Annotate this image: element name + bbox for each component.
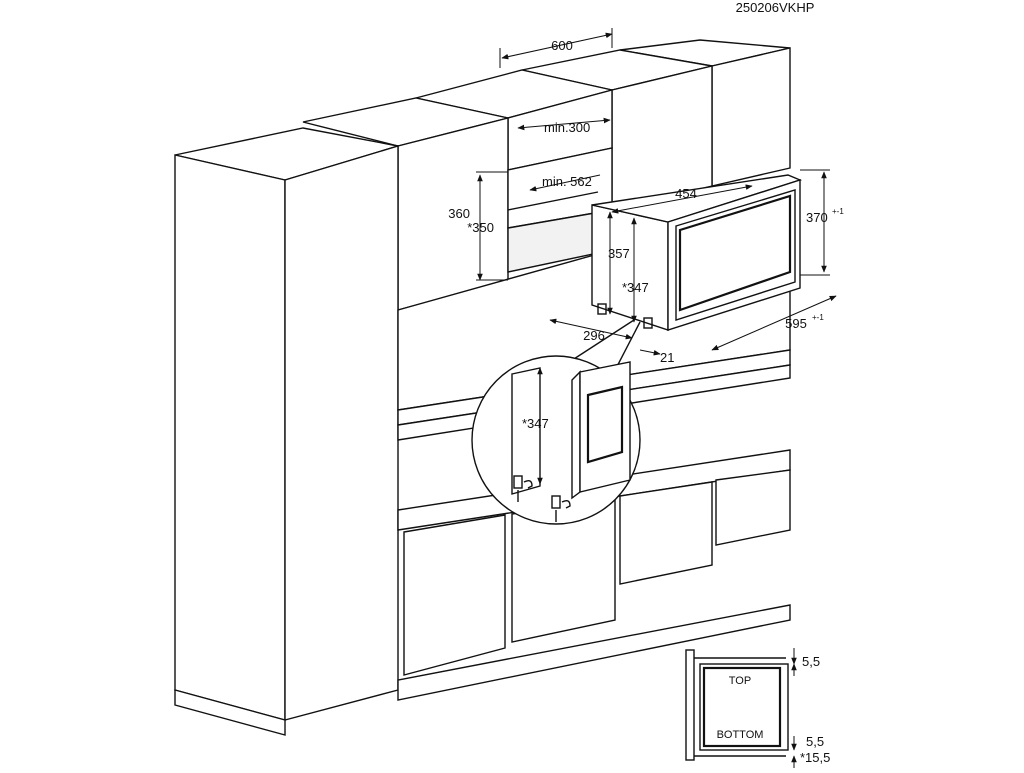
dim-min-562: min. 562	[542, 174, 592, 189]
dimension-lines	[476, 28, 837, 356]
dim-min-300: min.300	[544, 120, 590, 135]
dimension-labels: 600 min.300 min. 562 360 *350 454 357 *3…	[448, 38, 844, 365]
dim-347: *347	[622, 280, 649, 295]
dim-595-tolerance: +-1	[812, 313, 824, 322]
dim-360: 360	[448, 206, 470, 221]
dim-21: 21	[660, 350, 674, 365]
dim-370: 370	[806, 210, 828, 225]
section-gap-top: 5,5	[802, 654, 820, 669]
dim-454: 454	[675, 186, 697, 201]
tall-cabinet	[174, 127, 399, 736]
dim-595: 595	[785, 316, 807, 331]
section-top-label: TOP	[729, 675, 751, 687]
detail-dim-347: *347	[522, 416, 549, 431]
dim-350: *350	[467, 220, 494, 235]
dim-357: 357	[608, 246, 630, 261]
dim-370-tolerance: +-1	[832, 207, 844, 216]
dim-296: 296	[583, 328, 605, 343]
section-gap-extra: *15,5	[800, 750, 830, 765]
detail-callout: *347	[471, 319, 641, 525]
dim-600: 600	[551, 38, 573, 53]
section-view: TOP BOTTOM 5,5 5,5 *15,5	[685, 648, 830, 768]
drawing-code: 250206VKHP	[736, 0, 815, 15]
section-gap-bottom: 5,5	[806, 734, 824, 749]
section-bottom-label: BOTTOM	[717, 729, 764, 741]
